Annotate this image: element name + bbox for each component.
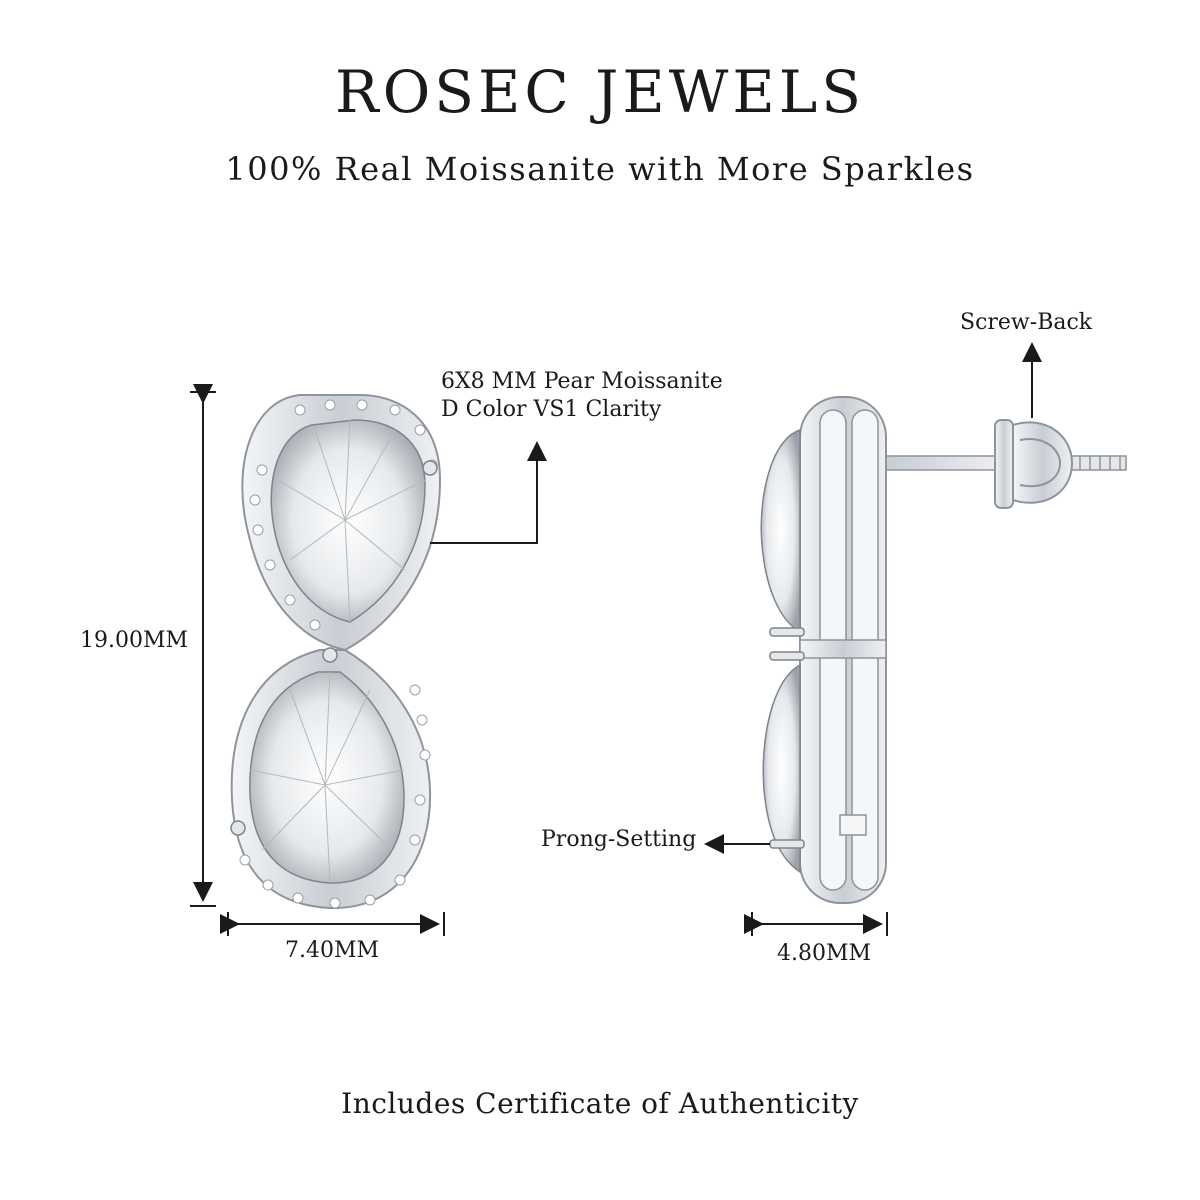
height-dimension-line xyxy=(190,384,216,907)
brand-title: ROSEC JEWELS xyxy=(335,58,865,126)
side-width-dimension-line xyxy=(744,912,888,936)
front-view-earring xyxy=(230,394,442,910)
lower-stone xyxy=(249,671,405,884)
prong-setting-label: Prong-Setting xyxy=(541,827,697,852)
prongs xyxy=(230,460,438,836)
side-view-earring xyxy=(760,396,1127,904)
side-stone-lower xyxy=(762,663,801,874)
tagline: 100% Real Moissanite with More Sparkles xyxy=(225,150,975,188)
screw-thread xyxy=(1069,455,1127,471)
screw-back-label: Screw-Back xyxy=(960,310,1093,335)
front-width-dimension-line xyxy=(220,912,445,936)
side-stone-upper xyxy=(760,428,801,634)
stone-spec-line-1: 6X8 MM Pear Moissanite xyxy=(441,369,723,394)
screw-back-nut xyxy=(994,419,1074,509)
side-width-dimension-label: 4.80MM xyxy=(777,941,872,966)
stone-spec-line-2: D Color VS1 Clarity xyxy=(441,397,662,422)
height-dimension-label: 19.00MM xyxy=(80,628,189,653)
certificate-note: Includes Certificate of Authenticity xyxy=(341,1087,859,1120)
front-width-dimension-label: 7.40MM xyxy=(285,938,380,963)
stone-callout-leader xyxy=(430,441,547,544)
